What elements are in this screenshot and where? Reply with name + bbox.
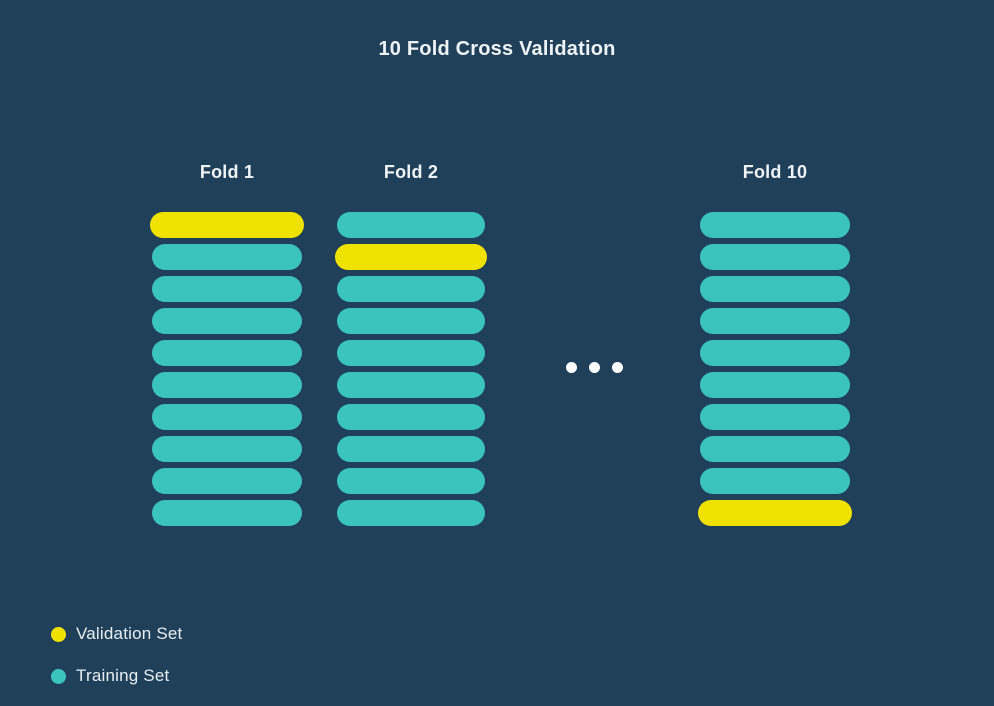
legend-swatch-training-icon	[51, 668, 66, 684]
training-block	[337, 340, 485, 366]
training-block	[152, 340, 302, 366]
validation-block	[335, 244, 487, 270]
training-block	[152, 244, 302, 270]
training-block	[700, 276, 850, 302]
page-title: 10 Fold Cross Validation	[378, 38, 616, 60]
fold-label: Fold 1	[199, 162, 255, 182]
training-block	[337, 468, 485, 494]
legend-item: Validation Set	[51, 620, 182, 648]
fold-column: Fold 1	[150, 160, 304, 526]
ellipsis-dot-icon	[612, 362, 623, 373]
training-block	[152, 500, 302, 526]
training-block	[152, 436, 302, 462]
training-block	[337, 212, 485, 238]
training-block	[700, 308, 850, 334]
ellipsis-dot-icon	[566, 362, 577, 373]
training-block	[152, 308, 302, 334]
ellipsis-indicator	[566, 362, 624, 374]
legend-label: Training Set	[76, 666, 170, 685]
fold-stack	[150, 212, 304, 526]
fold-label: Fold 2	[383, 162, 439, 182]
training-block	[337, 308, 485, 334]
training-block	[152, 372, 302, 398]
fold-column: Fold 10	[698, 160, 852, 526]
fold-stack	[698, 212, 852, 526]
fold-stack	[335, 212, 487, 526]
legend-item: Training Set	[51, 662, 182, 690]
validation-block	[150, 212, 304, 238]
training-block	[337, 276, 485, 302]
training-block	[152, 404, 302, 430]
training-block	[700, 212, 850, 238]
ellipsis-dot-icon	[589, 362, 600, 373]
legend-label: Validation Set	[76, 624, 183, 643]
training-block	[337, 436, 485, 462]
training-block	[152, 468, 302, 494]
training-block	[700, 468, 850, 494]
training-block	[700, 436, 850, 462]
legend-swatch-validation-icon	[51, 626, 66, 642]
training-block	[700, 372, 850, 398]
training-block	[700, 244, 850, 270]
fold-label: Fold 10	[742, 162, 808, 182]
training-block	[337, 404, 485, 430]
fold-column: Fold 2	[335, 160, 487, 526]
training-block	[337, 500, 485, 526]
validation-block	[698, 500, 852, 526]
training-block	[337, 372, 485, 398]
training-block	[152, 276, 302, 302]
training-block	[700, 404, 850, 430]
training-block	[700, 340, 850, 366]
